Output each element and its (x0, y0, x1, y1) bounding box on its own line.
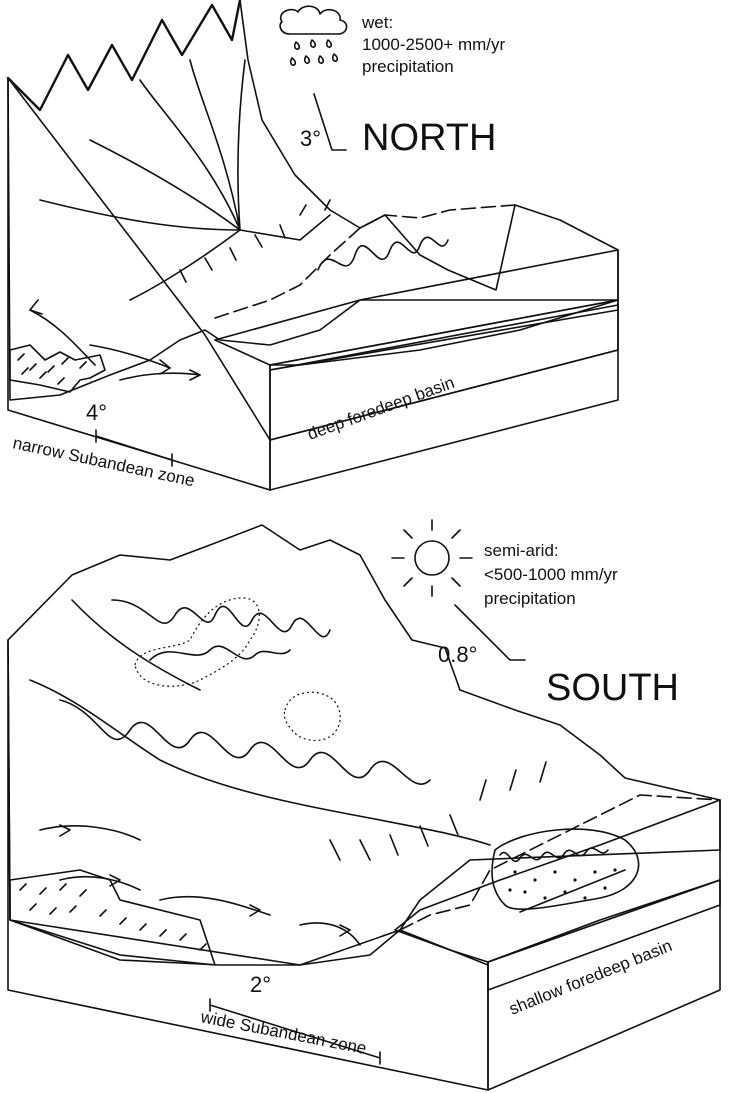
north-climate-line2: 1000-2500+ mm/yr (362, 35, 505, 54)
north-thrust-arrows (29, 299, 201, 381)
south-zone-label: wide Subandean zone (198, 1007, 368, 1058)
south-thrust-arcs (39, 825, 361, 946)
south-topo-slope: 0.8° (438, 642, 477, 667)
north-zone-scale-bar (95, 429, 173, 467)
north-topo-slope: 3° (300, 126, 321, 151)
rain-cloud-icon (279, 5, 348, 66)
north-climate-line1: wet: (361, 13, 393, 32)
south-basement-rock (9, 869, 216, 966)
north-basement-hatch (17, 353, 87, 385)
sun-icon (391, 519, 473, 597)
south-thrust-front (399, 794, 721, 931)
north-mountain-surface (7, 0, 619, 401)
south-meander-1 (111, 599, 331, 638)
south-basin-label: shallow foredeep basin (506, 936, 674, 1019)
north-front-face (269, 299, 619, 491)
south-title: SOUTH (546, 667, 679, 709)
north-slope-wedge (313, 93, 347, 151)
south-fan-dots (508, 868, 617, 900)
south-alluvial-fan (491, 828, 640, 910)
north-block: wet: 1000-2500+ mm/yr precipitation 3° N… (6, 0, 619, 491)
north-crest (6, 0, 242, 112)
south-basin-band (487, 879, 721, 991)
north-basin-band (269, 304, 619, 441)
south-valley-edges (29, 599, 491, 846)
north-zone-label: narrow Subandean zone (11, 433, 196, 490)
south-basin-top (394, 799, 721, 963)
north-basement-slope: 4° (86, 400, 107, 425)
north-tick-marks (179, 199, 331, 283)
south-tick-marks (329, 761, 547, 861)
south-thrust-arrows (59, 824, 351, 937)
north-thrust-front (214, 204, 516, 319)
south-basement-slope: 2° (250, 972, 271, 997)
south-dotted-outline-2 (283, 691, 341, 741)
south-climate-line3: precipitation (484, 589, 576, 608)
north-basin-top (214, 249, 619, 366)
north-title: NORTH (362, 117, 496, 159)
south-block: semi-arid: <500-1000 mm/yr precipitation… (7, 519, 721, 1091)
north-basin-label: deep foredeep basin (305, 373, 457, 444)
south-mountain-surface (7, 524, 721, 966)
south-meander-2 (59, 699, 431, 785)
south-fan-channels (499, 847, 609, 862)
north-drainage (39, 59, 331, 301)
south-climate-line2: <500-1000 mm/yr (484, 565, 618, 584)
north-climate-line3: precipitation (362, 57, 454, 76)
north-basement-rock (9, 344, 106, 393)
north-meander-river (317, 236, 449, 271)
south-basement-hatch (19, 883, 207, 951)
north-thrust-arcs (29, 309, 201, 381)
south-meander-3 (149, 645, 291, 661)
south-zone-scale-bar (209, 998, 381, 1065)
south-slope-wedge (454, 604, 526, 661)
north-left-face (7, 77, 271, 491)
south-fan-baseline (519, 869, 626, 913)
south-climate-line1: semi-arid: (484, 541, 559, 560)
south-dotted-outline-1 (134, 597, 260, 687)
